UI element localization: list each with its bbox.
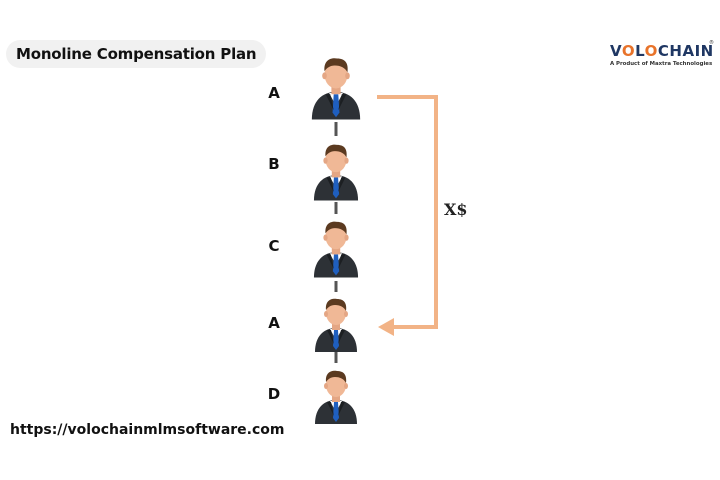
businessman-icon bbox=[313, 144, 359, 201]
businessman-icon bbox=[315, 298, 357, 352]
logo-tagline: A Product of Maxtra Technologies bbox=[610, 61, 713, 67]
website-url: https://volochainmlmsoftware.com bbox=[10, 422, 285, 438]
member-label: D bbox=[267, 385, 281, 403]
businessman-icon bbox=[311, 58, 361, 120]
member-label: A bbox=[268, 314, 280, 332]
registered-mark: ® bbox=[709, 40, 714, 46]
payout-arrow-line bbox=[377, 95, 438, 329]
businessman-icon bbox=[313, 221, 359, 278]
page-title: Monoline Compensation Plan bbox=[6, 40, 267, 68]
volochain-logo: VOLOCHAIN ® A Product of Maxtra Technolo… bbox=[610, 40, 714, 67]
member-label: A bbox=[268, 84, 280, 102]
logo-wordmark: VOLOCHAIN bbox=[610, 42, 714, 60]
businessman-icon bbox=[315, 370, 357, 424]
payout-amount-label: X$ bbox=[444, 200, 468, 219]
member-label: C bbox=[268, 237, 280, 255]
arrowhead-icon bbox=[378, 318, 394, 336]
member-label: B bbox=[268, 155, 280, 173]
